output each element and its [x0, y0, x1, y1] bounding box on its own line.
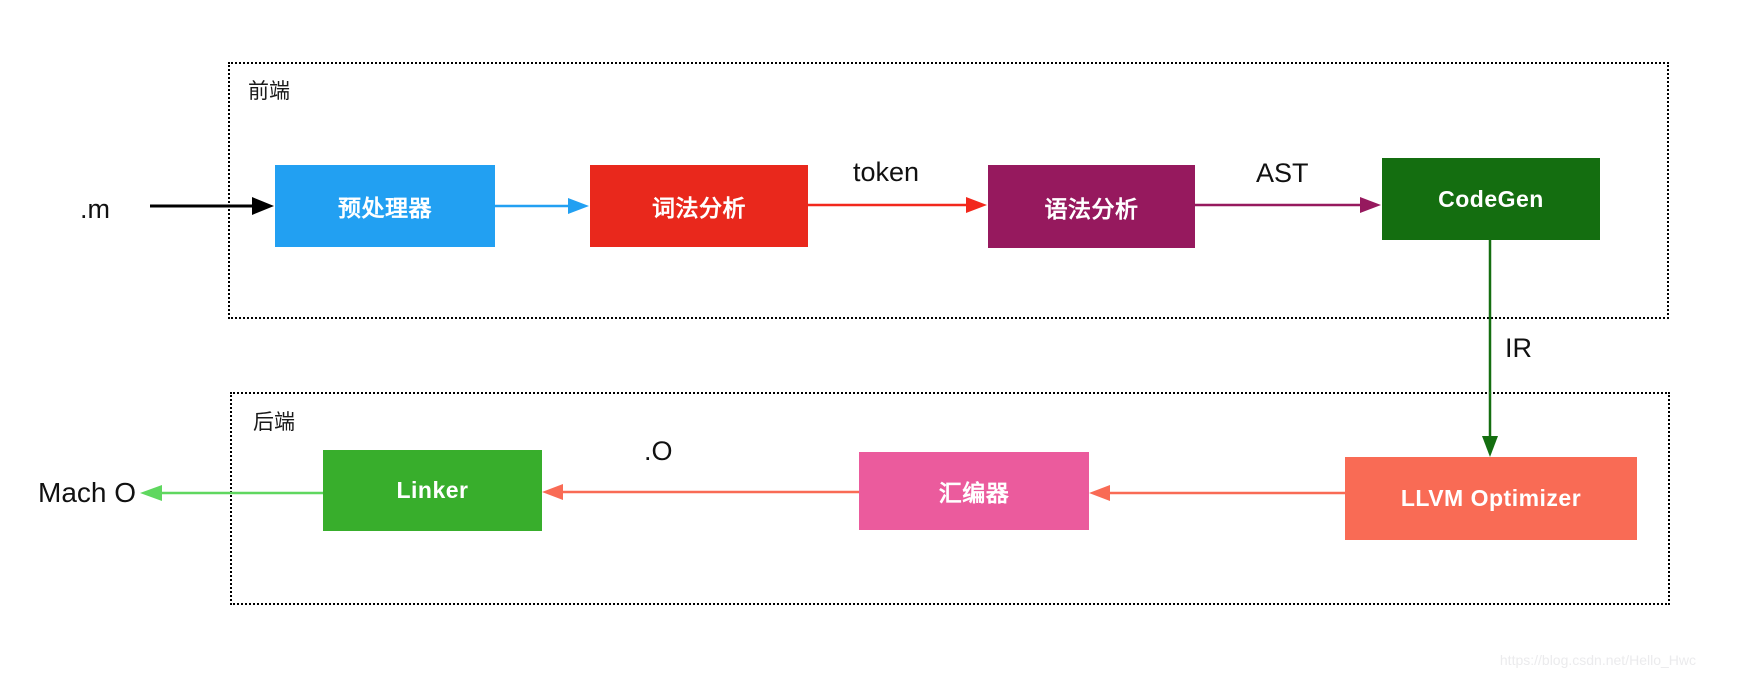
node-lexical-analysis: 词法分析 — [590, 165, 808, 247]
token-label: token — [853, 157, 920, 187]
frontend-group-label: 前端 — [248, 80, 290, 103]
node-codegen-label: CodeGen — [1438, 185, 1544, 212]
ast-label: AST — [1256, 158, 1309, 188]
frontend-group-box: 前端 — [228, 62, 1669, 319]
node-preprocessor: 预处理器 — [275, 165, 495, 247]
node-syntax-analysis: 语法分析 — [988, 165, 1195, 248]
backend-group-box: 后端 — [230, 392, 1670, 605]
node-llvm-optimizer-label: LLVM Optimizer — [1400, 485, 1582, 511]
output-macho-label: Mach O — [38, 477, 137, 508]
csdn-watermark: https://blog.csdn.net/Hello_Hwc — [1499, 652, 1696, 668]
node-linker-label: Linker — [396, 477, 469, 503]
node-preprocessor-label: 预处理器 — [338, 195, 432, 221]
node-assembler: 汇编器 — [859, 452, 1089, 530]
node-lexical-analysis-label: 词法分析 — [652, 195, 746, 221]
arrowhead-linker-to-output — [140, 485, 162, 501]
node-linker: Linker — [323, 450, 542, 531]
node-llvm-optimizer: LLVM Optimizer — [1345, 457, 1637, 540]
ir-label: IR — [1505, 333, 1532, 363]
node-assembler-label: 汇编器 — [938, 480, 1010, 506]
backend-group-label: 后端 — [253, 411, 295, 434]
node-syntax-analysis-label: 语法分析 — [1044, 195, 1139, 222]
object-file-label: .O — [644, 436, 673, 466]
input-file-label: .m — [80, 194, 110, 224]
node-codegen: CodeGen — [1382, 158, 1600, 240]
